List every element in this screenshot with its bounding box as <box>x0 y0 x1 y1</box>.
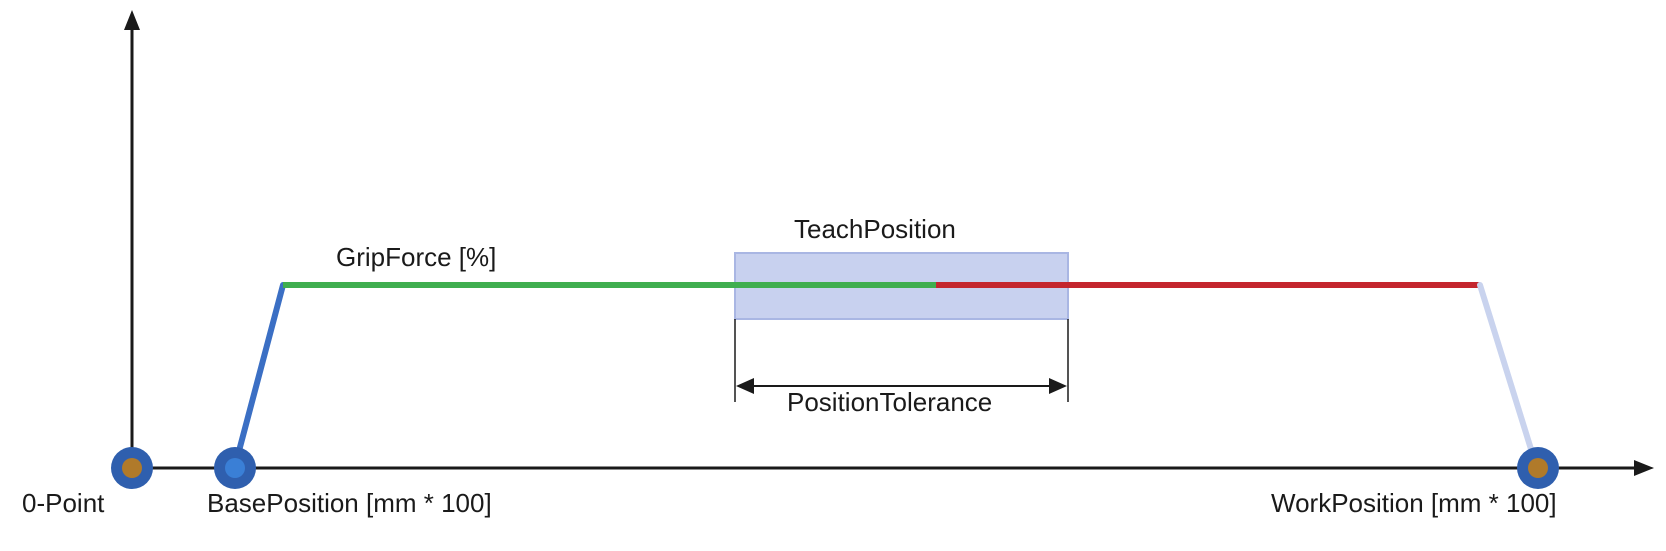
tolerance-arrowhead-right <box>1049 378 1067 394</box>
zero-point-marker <box>111 447 153 489</box>
tolerance-arrowhead-left <box>736 378 754 394</box>
ramp-up-line <box>232 282 286 469</box>
position-tolerance-label: PositionTolerance <box>787 387 992 417</box>
teach-position-label: TeachPosition <box>794 214 956 244</box>
zero-point-label: 0-Point <box>22 488 105 518</box>
ramp-down-line <box>1477 282 1538 465</box>
work-position-marker <box>1517 447 1559 489</box>
base-position-label: BasePosition [mm * 100] <box>207 488 492 518</box>
grip-force-label: GripForce [%] <box>336 242 496 272</box>
x-axis-arrowhead <box>1634 460 1654 476</box>
work-position-label: WorkPosition [mm * 100] <box>1271 488 1557 518</box>
y-axis-arrowhead <box>124 10 140 30</box>
base-position-marker <box>214 447 256 489</box>
